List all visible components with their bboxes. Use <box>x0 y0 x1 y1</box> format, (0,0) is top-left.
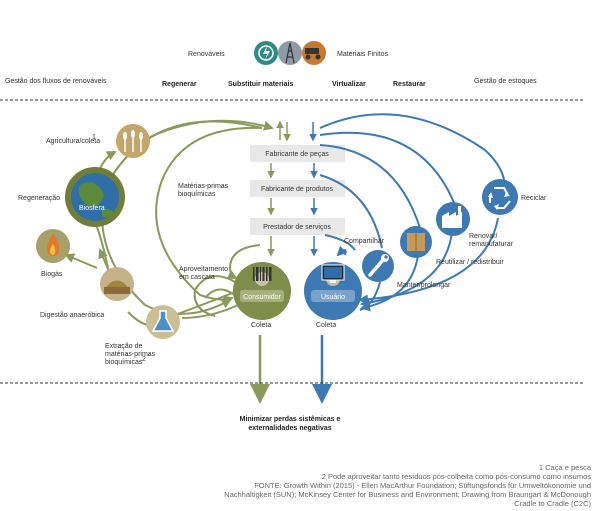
computer-icon <box>321 264 345 283</box>
boxes-icon <box>400 226 432 258</box>
extraction-sup: 2 <box>142 356 146 363</box>
mining-truck-icon <box>302 41 326 65</box>
collect-right-label: Coleta <box>316 322 336 329</box>
flame-icon <box>36 229 70 263</box>
footnote-2: 2 Pode aproveitar tanto resíduos pós-col… <box>322 472 592 481</box>
agriculture-label: Agricultura/coleta <box>46 138 100 145</box>
extraction-label-2: matérias-primas <box>105 351 156 358</box>
oil-rig-icon <box>278 41 302 65</box>
energy-icon <box>254 41 278 65</box>
extraction-label-3: bioquímicas <box>105 359 143 366</box>
finite-materials-label: Materiais Finitos <box>337 51 388 58</box>
user-node <box>304 262 362 320</box>
share-label: Compartilhar <box>344 238 385 245</box>
regenerate-label: Regenerar <box>162 81 197 88</box>
raw-materials-label-2: bioquímicas <box>178 191 216 198</box>
renewables-label: Renováveis <box>188 51 225 58</box>
products-manufacturer-label: Fabricante de produtos <box>261 186 333 193</box>
service-provider-label: Prestador de serviços <box>263 224 331 231</box>
minimize-label-1: Minimizar perdas sistêmicas e <box>240 416 341 423</box>
source-line-1: FONTE: Growth Within (2015) - Ellen MacA… <box>254 481 591 490</box>
barcode-icon <box>253 267 272 281</box>
substitute-label: Substituir materiais <box>228 81 293 88</box>
collect-left-label: Coleta <box>251 322 271 329</box>
source-line-2: Nachhaltigkeit (SUN); McKinsey Center fo… <box>224 490 591 499</box>
biosphere-globe-icon <box>65 167 125 227</box>
cascade-label-2: em cascata <box>179 274 215 281</box>
reuse-label: Reutilizar / redistribuir <box>436 259 504 266</box>
consumer-label: Consumidor <box>243 294 281 301</box>
recycle-label: Reciclar <box>521 195 547 202</box>
raw-materials-label-1: Matérias-primas <box>178 183 229 190</box>
wheat-icon <box>116 124 150 158</box>
consumer-node <box>233 262 291 320</box>
footnote-1: 1 Caça e pesca <box>539 463 592 472</box>
agriculture-sup: 1 <box>92 134 96 141</box>
technical-loops <box>319 113 506 312</box>
renew-label-1: Renovar/ <box>469 233 497 240</box>
maintain-label: Manter/prolongar <box>397 282 451 289</box>
cascade-label-1: Aproveitamento <box>179 266 228 273</box>
extraction-label-1: Extração de <box>105 343 142 350</box>
minimize-label-2: externalidades negativas <box>248 425 331 432</box>
factory-icon <box>436 202 470 236</box>
wrench-icon <box>362 250 394 282</box>
recycle-icon <box>482 179 518 215</box>
parts-manufacturer-box <box>250 145 345 162</box>
biogas-label: Biogás <box>41 271 63 278</box>
user-label: Usuário <box>321 294 345 301</box>
regeneration-label: Regeneração <box>18 195 60 202</box>
renew-label-2: remanufaturar <box>469 241 514 248</box>
virtualize-label: Virtualizar <box>332 81 366 88</box>
stock-management-label: Gestão de estoques <box>474 78 537 85</box>
renewable-flows-label: Gestão dos fluxos de renováveis <box>5 78 107 85</box>
parts-manufacturer-label: Fabricante de peças <box>265 151 329 158</box>
biosphere-label: Biosfera <box>79 205 105 212</box>
flask-icon <box>146 305 180 339</box>
compost-icon <box>100 267 134 301</box>
products-manufacturer-box <box>250 180 345 197</box>
service-provider-box <box>250 218 345 235</box>
restore-label: Restaurar <box>393 81 426 88</box>
source-line-3: Cradle to Cradle (C2C) <box>514 499 591 508</box>
anaerobic-digestion-label: Digestão anaeróbica <box>40 312 104 319</box>
